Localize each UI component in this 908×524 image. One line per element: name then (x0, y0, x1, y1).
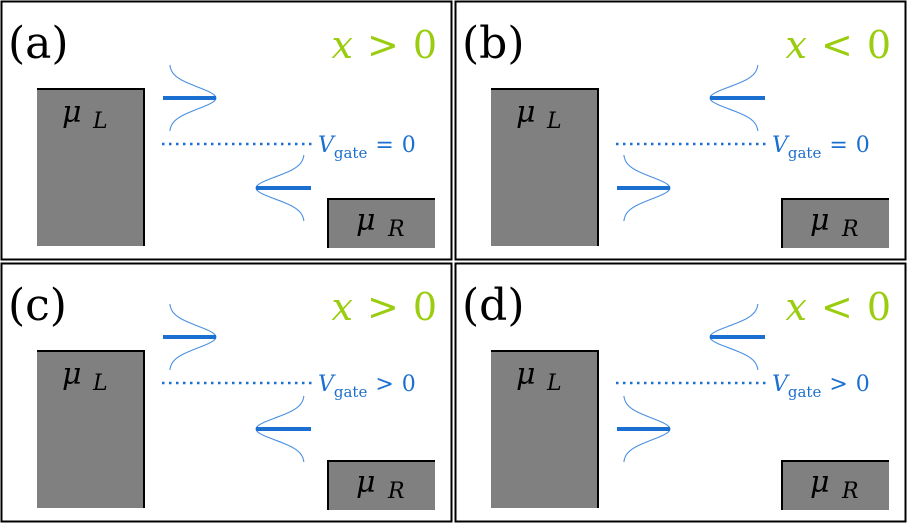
gate-relation: > (375, 372, 393, 397)
panel-label: (c) (8, 280, 67, 331)
gate-value: 0 (856, 133, 870, 158)
mu-L-subscript: L (546, 109, 562, 134)
condition-value: 0 (867, 285, 891, 329)
panel-border (0, 262, 453, 523)
condition-relation: < (821, 285, 853, 329)
left-reservoir (491, 351, 598, 508)
panel-label: (b) (462, 18, 525, 69)
condition-variable: x (332, 285, 353, 329)
gate-relation: = (829, 133, 847, 158)
right-reservoir (328, 461, 435, 510)
right-reservoir-edge (327, 198, 435, 248)
left-reservoir (491, 89, 598, 246)
condition-variable: x (786, 23, 807, 67)
gate-value: 0 (402, 133, 416, 158)
gate-label: Vgate = 0 (772, 133, 870, 162)
left-reservoir-edge (37, 88, 145, 246)
panel-label: (a) (8, 18, 69, 69)
left-reservoir (37, 351, 144, 508)
right-reservoir-edge (781, 198, 889, 248)
gate-label: Vgate = 0 (318, 133, 416, 162)
gate-relation: = (375, 133, 393, 158)
gate-value: 0 (856, 372, 870, 397)
condition-value: 0 (413, 285, 437, 329)
condition-label: x >0 (332, 285, 437, 329)
gate-subscript: gate (788, 383, 822, 401)
condition-relation: < (821, 23, 853, 67)
right-reservoir-edge (781, 460, 889, 510)
mu-L-label: μ (62, 95, 82, 130)
mu-R-subscript: R (841, 479, 859, 504)
right-reservoir-edge (327, 460, 435, 510)
mu-L-subscript: L (546, 371, 562, 396)
mu-R-label: μ (356, 465, 376, 500)
condition-variable: x (332, 23, 353, 67)
panel-label: (d) (462, 280, 525, 331)
panel-border (454, 0, 907, 261)
condition-label: x <0 (786, 285, 891, 329)
condition-value: 0 (867, 23, 891, 67)
left-reservoir-edge (491, 88, 599, 246)
right-reservoir (782, 199, 889, 248)
gate-value: 0 (402, 372, 416, 397)
condition-relation: > (367, 23, 399, 67)
gate-label: Vgate >0 (318, 372, 416, 401)
mu-L-label: μ (516, 357, 536, 392)
panel-border (454, 262, 907, 523)
condition-variable: x (786, 285, 807, 329)
right-reservoir (782, 461, 889, 510)
gate-symbol: V (772, 133, 790, 158)
gate-relation: > (829, 372, 847, 397)
condition-value: 0 (413, 23, 437, 67)
left-reservoir (37, 89, 144, 246)
gate-label: Vgate >0 (772, 372, 870, 401)
condition-relation: > (367, 285, 399, 329)
gate-symbol: V (318, 133, 336, 158)
gate-subscript: gate (788, 144, 822, 162)
gate-subscript: gate (334, 144, 368, 162)
mu-R-label: μ (356, 203, 376, 238)
mu-R-label: μ (810, 203, 830, 238)
gate-subscript: gate (334, 383, 368, 401)
mu-L-label: μ (62, 357, 82, 392)
left-reservoir-edge (37, 350, 145, 508)
mu-L-subscript: L (92, 109, 108, 134)
mu-R-subscript: R (841, 217, 859, 242)
panel-border (0, 0, 453, 261)
mu-R-subscript: R (387, 217, 405, 242)
mu-L-label: μ (516, 95, 536, 130)
left-reservoir-edge (491, 350, 599, 508)
mu-R-label: μ (810, 465, 830, 500)
right-reservoir (328, 199, 435, 248)
mu-R-subscript: R (387, 479, 405, 504)
gate-symbol: V (772, 372, 790, 397)
condition-label: x >0 (332, 23, 437, 67)
condition-label: x <0 (786, 23, 891, 67)
gate-symbol: V (318, 372, 336, 397)
mu-L-subscript: L (92, 371, 108, 396)
